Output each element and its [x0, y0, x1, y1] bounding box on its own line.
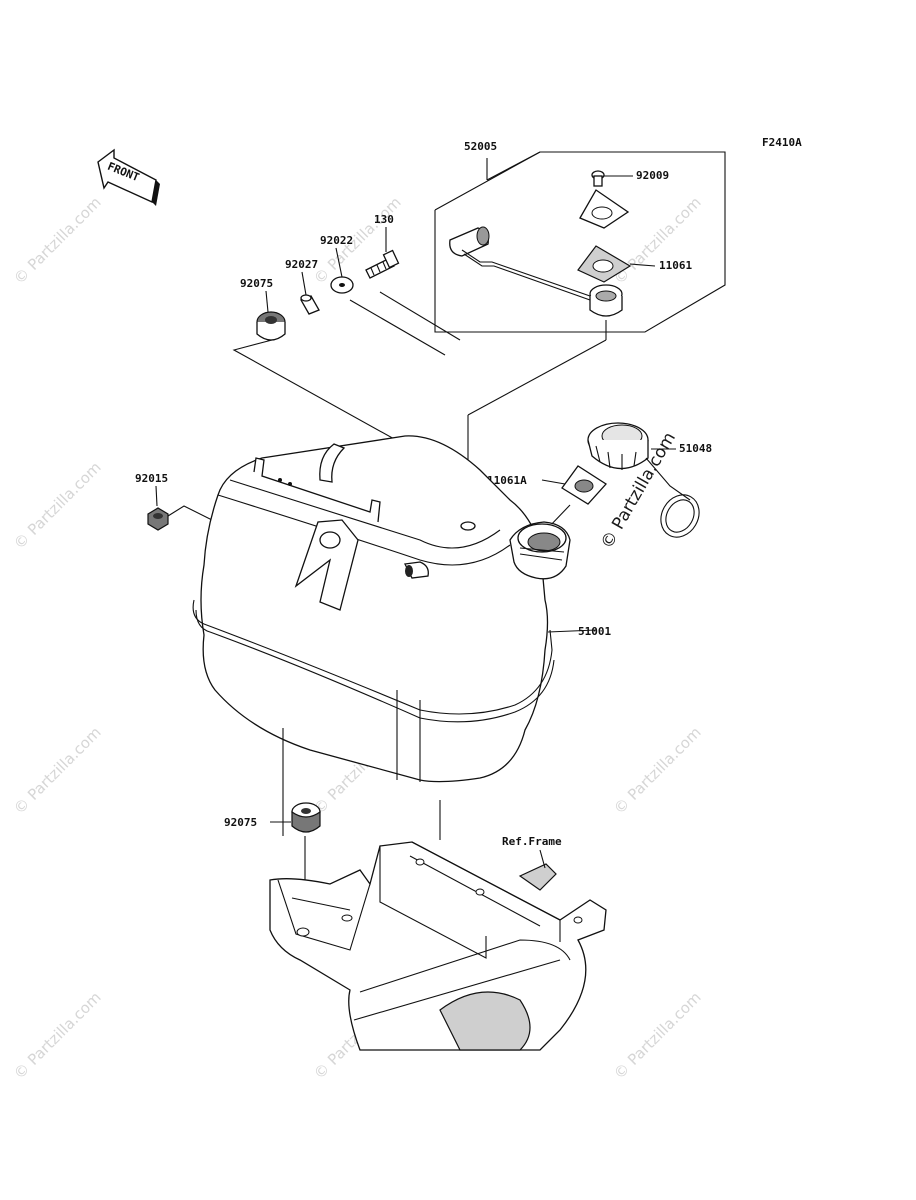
filler-neck	[509, 521, 571, 580]
watermark: © Partzilla.com	[610, 193, 705, 288]
gauge-plate-upper	[579, 189, 630, 229]
part-label-92022: 92022	[320, 234, 353, 247]
part-label-51001: 51001	[578, 625, 611, 638]
washer-92022	[330, 276, 354, 294]
damper-92075-bottom	[291, 802, 321, 833]
part-label-11061: 11061	[659, 259, 692, 272]
figure-code: F2410A	[762, 136, 802, 149]
watermark: © Partzilla.com	[610, 723, 705, 818]
part-label-92075-bottom: 92075	[224, 816, 257, 829]
frame-reference	[269, 841, 607, 1051]
fuel-sender-float	[449, 226, 591, 301]
watermark: © Partzilla.com	[10, 988, 105, 1083]
part-label-92075-top: 92075	[240, 277, 273, 290]
front-arrow-icon: FRONT	[97, 148, 160, 206]
part-label-51048: 51048	[679, 442, 712, 455]
bolt-130	[365, 249, 400, 279]
fuel-cap-51048	[587, 422, 649, 470]
part-label-11061A: 11061A	[487, 474, 527, 487]
tank-bracket	[253, 457, 381, 611]
collar-92027	[300, 294, 320, 315]
part-label-92015: 92015	[135, 472, 168, 485]
part-label-130: 130	[374, 213, 394, 226]
gasket-11061A	[561, 465, 607, 505]
cap-strap	[645, 457, 700, 538]
part-label-92009: 92009	[636, 169, 669, 182]
nut-92015	[147, 507, 169, 531]
gasket-11061	[577, 245, 632, 283]
part-label-92027: 92027	[285, 258, 318, 271]
screw-92009	[591, 170, 605, 187]
watermark: © Partzilla.com	[610, 988, 705, 1083]
watermark: © Partzilla.com	[10, 723, 105, 818]
fuel-tank-51001	[192, 435, 555, 783]
fuel-gauge-unit	[589, 284, 623, 317]
watermark: © Partzilla.com	[10, 458, 105, 553]
ref-frame-label: Ref.Frame	[502, 835, 562, 848]
part-label-52005: 52005	[464, 140, 497, 153]
fuel-gauge-assembly-box	[434, 151, 726, 333]
watermark: © Partzilla.com	[10, 193, 105, 288]
damper-92075-top	[256, 311, 286, 341]
